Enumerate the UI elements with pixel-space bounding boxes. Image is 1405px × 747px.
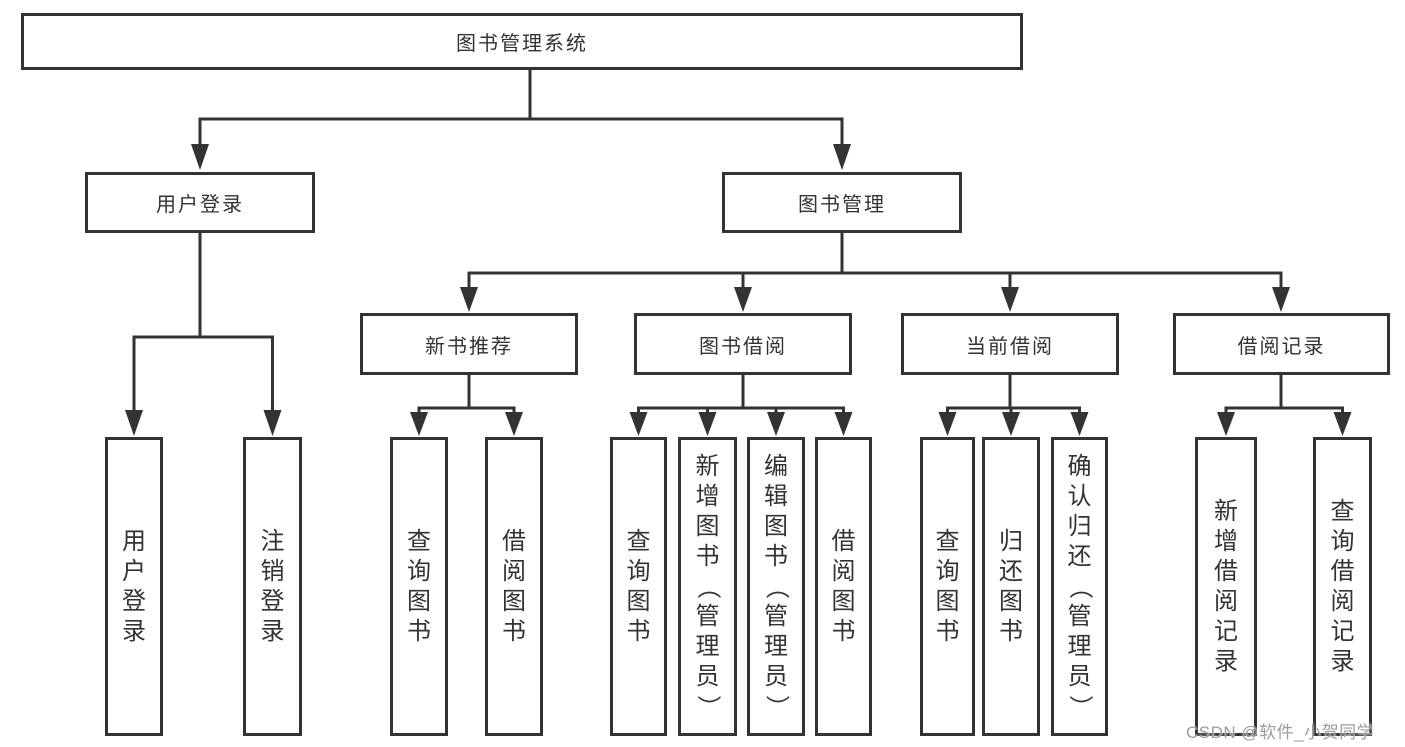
node-new-book-recommend: 新书推荐 (360, 313, 578, 375)
leaf-borrowing-edit-books-admin: 编辑图书（管理员） (747, 437, 805, 736)
leaf-borrowing-query-books: 查询图书 (610, 437, 667, 736)
leaf-current-query-books: 查询图书 (920, 437, 975, 736)
node-borrow-records: 借阅记录 (1173, 313, 1390, 375)
leaf-newbooks-query-books: 查询图书 (390, 437, 448, 736)
leaf-records-add-record: 新增借阅记录 (1195, 437, 1257, 736)
node-user-login: 用户登录 (85, 172, 315, 233)
node-book-management: 图书管理 (722, 172, 962, 233)
leaf-logout: 注销登录 (243, 437, 302, 736)
leaf-current-return-books: 归还图书 (982, 437, 1040, 736)
leaf-current-confirm-return-admin: 确认归还（管理员） (1051, 437, 1108, 736)
csdn-watermark: CSDN @软件_小贺同学 (1186, 723, 1375, 742)
node-root-system: 图书管理系统 (21, 13, 1023, 70)
leaf-newbooks-borrow-books: 借阅图书 (485, 437, 543, 736)
leaf-borrowing-add-books-admin: 新增图书（管理员） (678, 437, 737, 736)
leaf-user-login: 用户登录 (105, 437, 163, 736)
leaf-records-query-record: 查询借阅记录 (1313, 437, 1372, 736)
node-book-borrowing: 图书借阅 (634, 313, 852, 375)
leaf-borrowing-borrow-books: 借阅图书 (815, 437, 872, 736)
node-current-borrowing: 当前借阅 (901, 313, 1119, 375)
